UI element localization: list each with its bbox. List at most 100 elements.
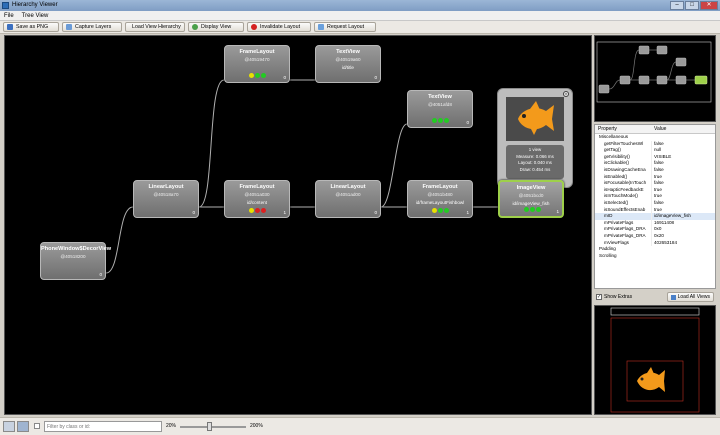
node-linearlayout-1[interactable]: LinearLayout @40518a70 0 bbox=[133, 180, 199, 218]
layout-indicator bbox=[438, 208, 443, 213]
property-value: false bbox=[651, 160, 711, 167]
property-name: mPrivateFlags_DRA bbox=[604, 226, 646, 232]
invalidate-icon bbox=[251, 24, 257, 30]
tree-view-toggle-icon[interactable] bbox=[3, 421, 15, 432]
measure-indicator bbox=[432, 208, 437, 213]
property-row[interactable]: mPrivateFlags_DRA 0x0 bbox=[595, 226, 715, 233]
load-all-views-button[interactable]: Load All Views bbox=[666, 292, 714, 302]
value-column-header[interactable]: Value bbox=[654, 126, 667, 132]
filter-input[interactable] bbox=[44, 421, 162, 432]
node-framelayout-fishbowl[interactable]: FrameLayout @4051b480 id/frameLayoutFish… bbox=[407, 180, 473, 218]
draw-indicator bbox=[261, 208, 266, 213]
property-section[interactable]: Scrolling bbox=[595, 253, 715, 260]
property-name: isDrawingCacheEna bbox=[604, 166, 646, 172]
close-preview-icon[interactable]: × bbox=[563, 91, 569, 97]
property-row[interactable]: isClickable()false bbox=[595, 160, 715, 167]
property-name: mViewFlags bbox=[604, 239, 629, 245]
capture-layers-button[interactable]: Capture Layers bbox=[62, 22, 122, 32]
title-bar: Hierarchy Viewer – □ ✕ bbox=[0, 0, 720, 11]
measure-indicator bbox=[249, 208, 254, 213]
show-extras-label: Show Extras bbox=[604, 294, 633, 300]
node-id: id/title bbox=[341, 65, 354, 70]
layout-indicator bbox=[438, 118, 443, 123]
zoom-slider-thumb[interactable] bbox=[207, 422, 212, 431]
node-id: id/imageView_fish bbox=[512, 201, 550, 206]
properties-header: Property Value bbox=[595, 125, 715, 134]
layers-icon bbox=[66, 24, 72, 30]
property-name: isFocusable(InTouch bbox=[604, 180, 647, 186]
property-column-header[interactable]: Property bbox=[598, 126, 617, 132]
layout-indicator bbox=[255, 73, 260, 78]
perf-indicators bbox=[249, 208, 266, 213]
close-button[interactable]: ✕ bbox=[700, 1, 718, 10]
node-name: TextView bbox=[428, 94, 452, 100]
node-framelayout-content[interactable]: FrameLayout @4051a030 id/content 1 bbox=[224, 180, 290, 218]
measure-indicator bbox=[432, 118, 437, 123]
property-section[interactable]: Padding bbox=[595, 246, 715, 253]
request-layout-button[interactable]: Request Layout bbox=[314, 22, 376, 32]
node-imageview-selected[interactable]: ImageView @4051bcd0 id/imageView_fish 1 bbox=[498, 180, 564, 218]
node-address: @40519470 bbox=[244, 57, 270, 62]
menu-bar: File Tree View bbox=[0, 11, 720, 21]
property-name: mPrivateFlags bbox=[604, 219, 634, 225]
tree-canvas[interactable]: PhoneWindow$DecorView @40518200 0 Linear… bbox=[4, 35, 592, 415]
request-icon bbox=[318, 24, 324, 30]
layout-view[interactable] bbox=[594, 305, 716, 415]
property-row[interactable]: getVisibility()VISIBLE bbox=[595, 153, 715, 161]
load-hierarchy-button[interactable]: Load View Hierarchy bbox=[125, 22, 185, 32]
property-row[interactable]: getTag()null bbox=[595, 147, 715, 154]
load-icon bbox=[670, 294, 676, 300]
zoom-slider-track[interactable] bbox=[180, 426, 246, 428]
node-id: id/frameLayoutFishbowl bbox=[415, 200, 465, 205]
property-row[interactable]: isFocusable(InTouch false bbox=[595, 180, 715, 187]
link-ll2-tv2 bbox=[380, 123, 408, 208]
maximize-button[interactable]: □ bbox=[685, 1, 699, 10]
node-textview-2[interactable]: TextView @4051afd8 0 bbox=[407, 90, 473, 128]
menu-tree-view[interactable]: Tree View bbox=[21, 13, 49, 19]
node-index: 0 bbox=[374, 210, 377, 215]
node-decorview[interactable]: PhoneWindow$DecorView @40518200 0 bbox=[40, 242, 111, 280]
preview-draw-time: Draw: 0.454 ms bbox=[519, 166, 551, 172]
node-index: 1 bbox=[466, 210, 469, 215]
property-row[interactable]: isEnabled()true bbox=[595, 173, 715, 181]
measure-indicator bbox=[524, 207, 529, 212]
perf-indicators bbox=[249, 73, 266, 78]
property-value: false bbox=[651, 180, 711, 187]
property-name: Scrolling bbox=[599, 252, 617, 258]
node-framelayout-top[interactable]: FrameLayout @40519470 0 bbox=[224, 45, 290, 83]
request-layout-label: Request Layout bbox=[327, 24, 365, 30]
node-name: LinearLayout bbox=[330, 184, 366, 190]
property-name: getTag() bbox=[604, 147, 621, 153]
tree-overview[interactable] bbox=[594, 35, 716, 122]
display-view-button[interactable]: Display View bbox=[188, 22, 244, 32]
property-section[interactable]: Miscellaneous bbox=[595, 134, 715, 141]
minimize-button[interactable]: – bbox=[670, 1, 684, 10]
node-index: 0 bbox=[192, 210, 195, 215]
save-png-button[interactable]: Save as PNG bbox=[3, 22, 59, 32]
property-name: getFilterTouchesWl bbox=[604, 140, 644, 146]
node-address: @4051afd8 bbox=[428, 102, 452, 107]
show-extras-checkbox[interactable]: ✓ Show Extras bbox=[596, 294, 632, 300]
property-row[interactable]: isInTouchMode()true bbox=[595, 193, 715, 200]
property-value: false bbox=[651, 140, 711, 148]
node-linearlayout-2[interactable]: LinearLayout @4051ad00 0 bbox=[315, 180, 381, 218]
draw-indicator bbox=[444, 118, 449, 123]
property-row[interactable]: isSelected()false bbox=[595, 199, 715, 207]
toolbar: Save as PNG Capture Layers Load View Hie… bbox=[0, 21, 720, 34]
perf-indicators bbox=[432, 208, 449, 213]
property-row[interactable]: getFilterTouchesWl false bbox=[595, 140, 715, 148]
menu-file[interactable]: File bbox=[4, 13, 14, 19]
pixel-perfect-toggle-icon[interactable] bbox=[17, 421, 29, 432]
invalidate-layout-button[interactable]: Invalidate Layout bbox=[247, 22, 311, 32]
node-textview-title[interactable]: TextView @40519a60 id/title 0 bbox=[315, 45, 381, 83]
property-value: 0x0 bbox=[651, 226, 711, 233]
